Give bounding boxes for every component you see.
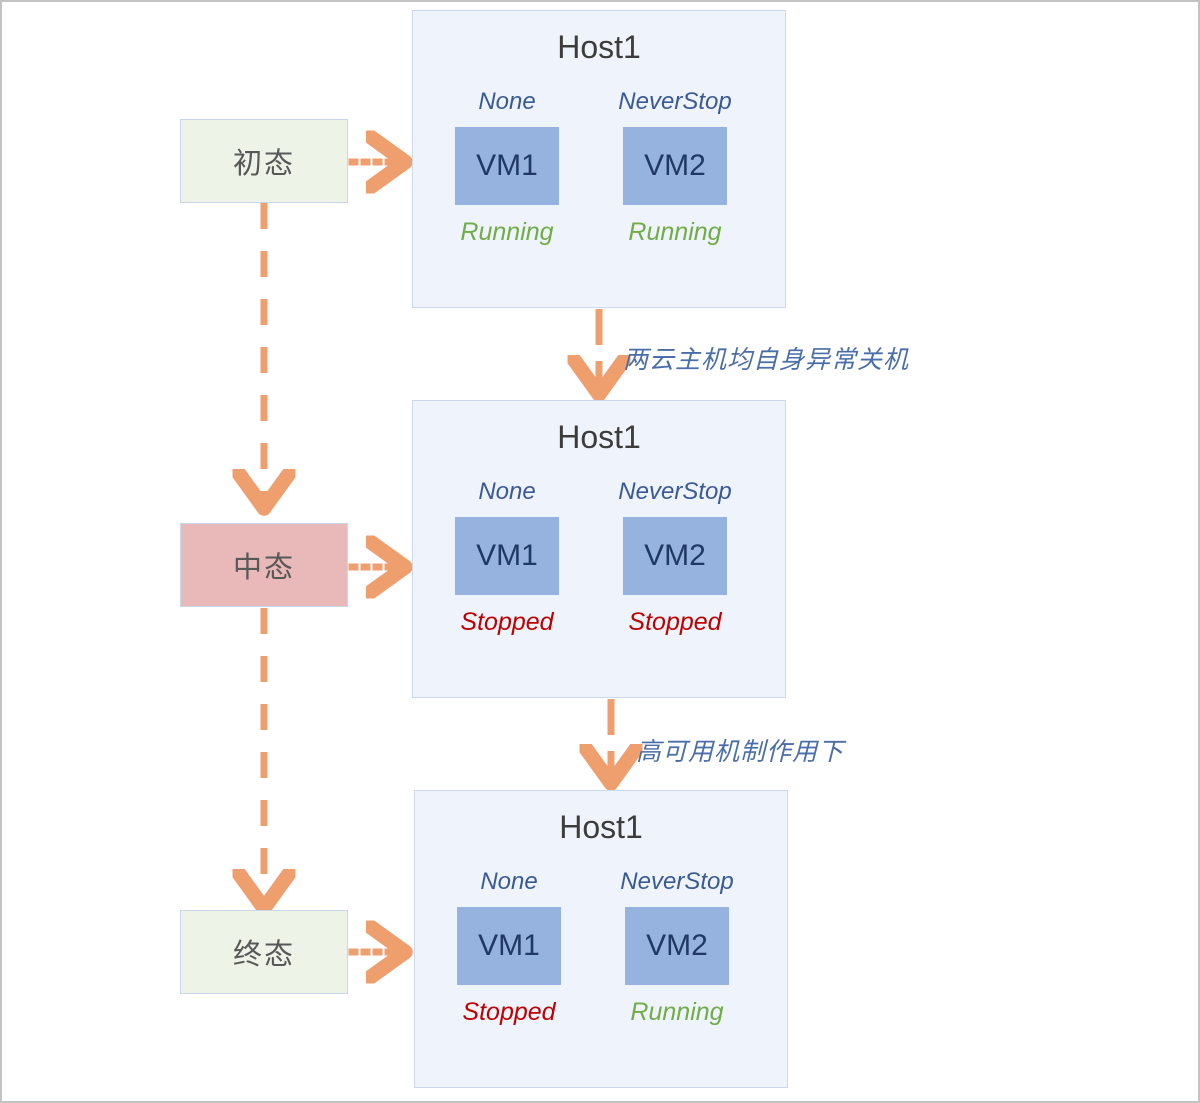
vm-chip-stage-1-vm1[interactable]: VM1 <box>455 127 559 206</box>
vm-chip-stage-1-vm2[interactable]: VM2 <box>623 127 727 206</box>
vm-group-stage-2-vm2[interactable]: NeverStop VM2 Stopped <box>601 478 749 637</box>
vm-policy-stage-2-vm1: None <box>478 478 536 505</box>
host-title-stage-3: Host1 <box>559 809 643 845</box>
host-box-stage-2[interactable]: Host1 None VM1 Stopped NeverStop VM2 Sto… <box>412 400 786 698</box>
vm-status-stage-2-vm2: Stopped <box>628 608 722 637</box>
vm-chip-stage-3-vm2[interactable]: VM2 <box>625 907 729 986</box>
vm-chip-stage-3-vm1[interactable]: VM1 <box>457 907 561 986</box>
vm-status-stage-1-vm1: Running <box>460 218 554 247</box>
vm-status-stage-2-vm1: Stopped <box>460 608 554 637</box>
vm-policy-stage-1-vm2: NeverStop <box>618 88 732 115</box>
state-box-initial[interactable]: 初态 <box>180 119 348 203</box>
state-label-final: 终态 <box>232 939 295 971</box>
vm-policy-stage-1-vm1: None <box>478 88 536 115</box>
vm-status-stage-3-vm2: Running <box>630 998 724 1027</box>
host-title-stage-2: Host1 <box>557 419 641 455</box>
vm-group-stage-2-vm1[interactable]: None VM1 Stopped <box>433 478 581 637</box>
edge-label-stage1-to-stage2: 两云主机均自身异常关机 <box>623 346 910 374</box>
state-label-middle: 中态 <box>232 552 295 584</box>
state-label-initial: 初态 <box>232 148 295 180</box>
host-title-stage-1: Host1 <box>557 29 641 65</box>
vm-status-stage-3-vm1: Stopped <box>462 998 556 1027</box>
edge-label-stage2-to-stage3: 高可用机制作用下 <box>636 738 845 766</box>
vm-chip-stage-2-vm2[interactable]: VM2 <box>623 517 727 596</box>
host-box-stage-1[interactable]: Host1 None VM1 Running NeverStop VM2 Run… <box>412 10 786 308</box>
vm-group-stage-3-vm2[interactable]: NeverStop VM2 Running <box>603 868 751 1027</box>
vm-group-stage-3-vm1[interactable]: None VM1 Stopped <box>435 868 583 1027</box>
vm-status-stage-1-vm2: Running <box>628 218 722 247</box>
vm-chip-stage-2-vm1[interactable]: VM1 <box>455 517 559 596</box>
state-box-final[interactable]: 终态 <box>180 910 348 994</box>
state-box-middle[interactable]: 中态 <box>180 523 348 607</box>
vm-policy-stage-3-vm2: NeverStop <box>620 868 734 895</box>
vm-policy-stage-2-vm2: NeverStop <box>618 478 732 505</box>
host-box-stage-3[interactable]: Host1 None VM1 Stopped NeverStop VM2 Run… <box>414 790 788 1088</box>
vm-group-stage-1-vm1[interactable]: None VM1 Running <box>433 88 581 247</box>
vm-policy-stage-3-vm1: None <box>480 868 538 895</box>
vm-group-stage-1-vm2[interactable]: NeverStop VM2 Running <box>601 88 749 247</box>
